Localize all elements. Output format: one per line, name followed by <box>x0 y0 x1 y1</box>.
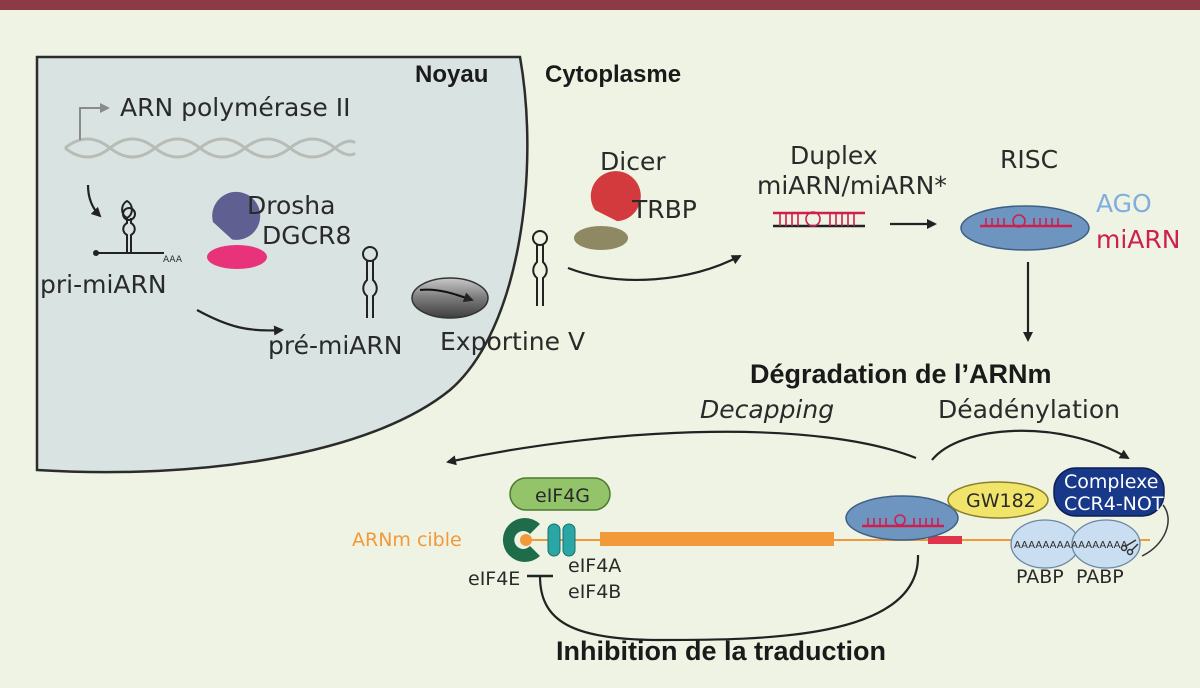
ago-label: AGO <box>1096 189 1152 218</box>
trbp-shape <box>574 226 628 250</box>
pri-mirna-hairpin-icon <box>96 199 164 254</box>
gw182-label: GW182 <box>966 490 1036 512</box>
rna-polymerase-label: ARN polymérase II <box>120 93 350 122</box>
dicer-shape <box>590 171 641 222</box>
cap-structure <box>520 534 532 546</box>
eif4e-shape <box>502 518 540 562</box>
drosha-label: Drosha <box>247 191 335 220</box>
eif4b-label: eIF4B <box>568 581 621 603</box>
pre-mirna-label: pré-miARN <box>268 331 402 360</box>
pabp-label-1: PABP <box>1016 566 1064 588</box>
polya-label: AAAAAAAAAAAAAAAA <box>1014 540 1128 551</box>
arrow-to-duplex <box>567 255 742 281</box>
nucleus-region <box>35 55 529 474</box>
duplex-label: Duplex <box>790 141 878 170</box>
deadenylation-label: Déadénylation <box>938 395 1120 424</box>
exportin-label: Exportine V <box>440 327 585 356</box>
cyto-hairpin-icon <box>532 230 548 306</box>
exportin-shape <box>411 277 489 319</box>
degradation-title: Dégradation de l’ARNm <box>750 359 1052 389</box>
eif4a-shape-2 <box>562 523 576 557</box>
inhibition-arc <box>538 554 920 642</box>
scissors-icon <box>1120 539 1139 556</box>
dgcr8-shape <box>207 245 267 269</box>
eif4g-shape <box>509 477 611 511</box>
deadenylation-arrow <box>931 429 1130 461</box>
mirna-target-site <box>928 536 962 544</box>
risc-on-mrna <box>845 495 959 541</box>
pabp-label-2: PABP <box>1076 566 1124 588</box>
dicer-label: Dicer <box>600 147 666 176</box>
decapping-label: Decapping <box>700 395 834 424</box>
dgcr8-label: DGCR8 <box>262 221 351 250</box>
duplex-label-2: miARN/miARN* <box>757 171 947 200</box>
cap-dot <box>93 250 99 256</box>
eif4e-label: eIF4E <box>468 568 520 590</box>
pre-mirna-hairpin-icon <box>362 246 378 318</box>
drosha-shape <box>212 191 261 240</box>
complexe-label: Complexe <box>1064 471 1158 493</box>
risc-label: RISC <box>1000 145 1058 174</box>
risc-complex <box>960 205 1090 251</box>
eif4a-label: eIF4A <box>568 555 621 577</box>
mrna-cible-label: ARNm cible <box>352 529 462 551</box>
decapping-arrow <box>446 430 917 466</box>
cytoplasm-label: Cytoplasme <box>545 61 681 88</box>
ccr4-not-label: CCR4-NOT <box>1064 493 1164 515</box>
gw182-shape <box>947 481 1049 519</box>
export-arrow <box>419 288 474 303</box>
arrow-to-pre <box>196 309 284 336</box>
trbp-label: TRBP <box>631 195 697 224</box>
duplex-icon <box>773 211 865 228</box>
dna-helix-icon <box>64 137 357 159</box>
polya-tail-label: AAA <box>163 255 183 265</box>
arrow-to-pri <box>86 184 102 218</box>
risc-mirna-icon <box>980 214 1072 228</box>
mirna-label: miARN <box>1096 225 1180 254</box>
transcription-start-arrow <box>79 103 110 140</box>
top-accent-bar <box>0 0 1200 10</box>
inhibition-title: Inhibition de la traduction <box>556 636 886 666</box>
bound-mirna-icon <box>862 514 944 528</box>
pri-mirna-label: pri-miARN <box>40 270 167 299</box>
cleavage-line <box>1141 504 1169 557</box>
mrna-coding-region <box>600 532 834 546</box>
nucleus-label: Noyau <box>415 61 488 88</box>
pabp-shape-2 <box>1071 519 1141 569</box>
ccr4-not-complex <box>1053 467 1165 517</box>
eif4g-label: eIF4G <box>535 485 590 507</box>
eif4a-shape-1 <box>547 523 561 557</box>
